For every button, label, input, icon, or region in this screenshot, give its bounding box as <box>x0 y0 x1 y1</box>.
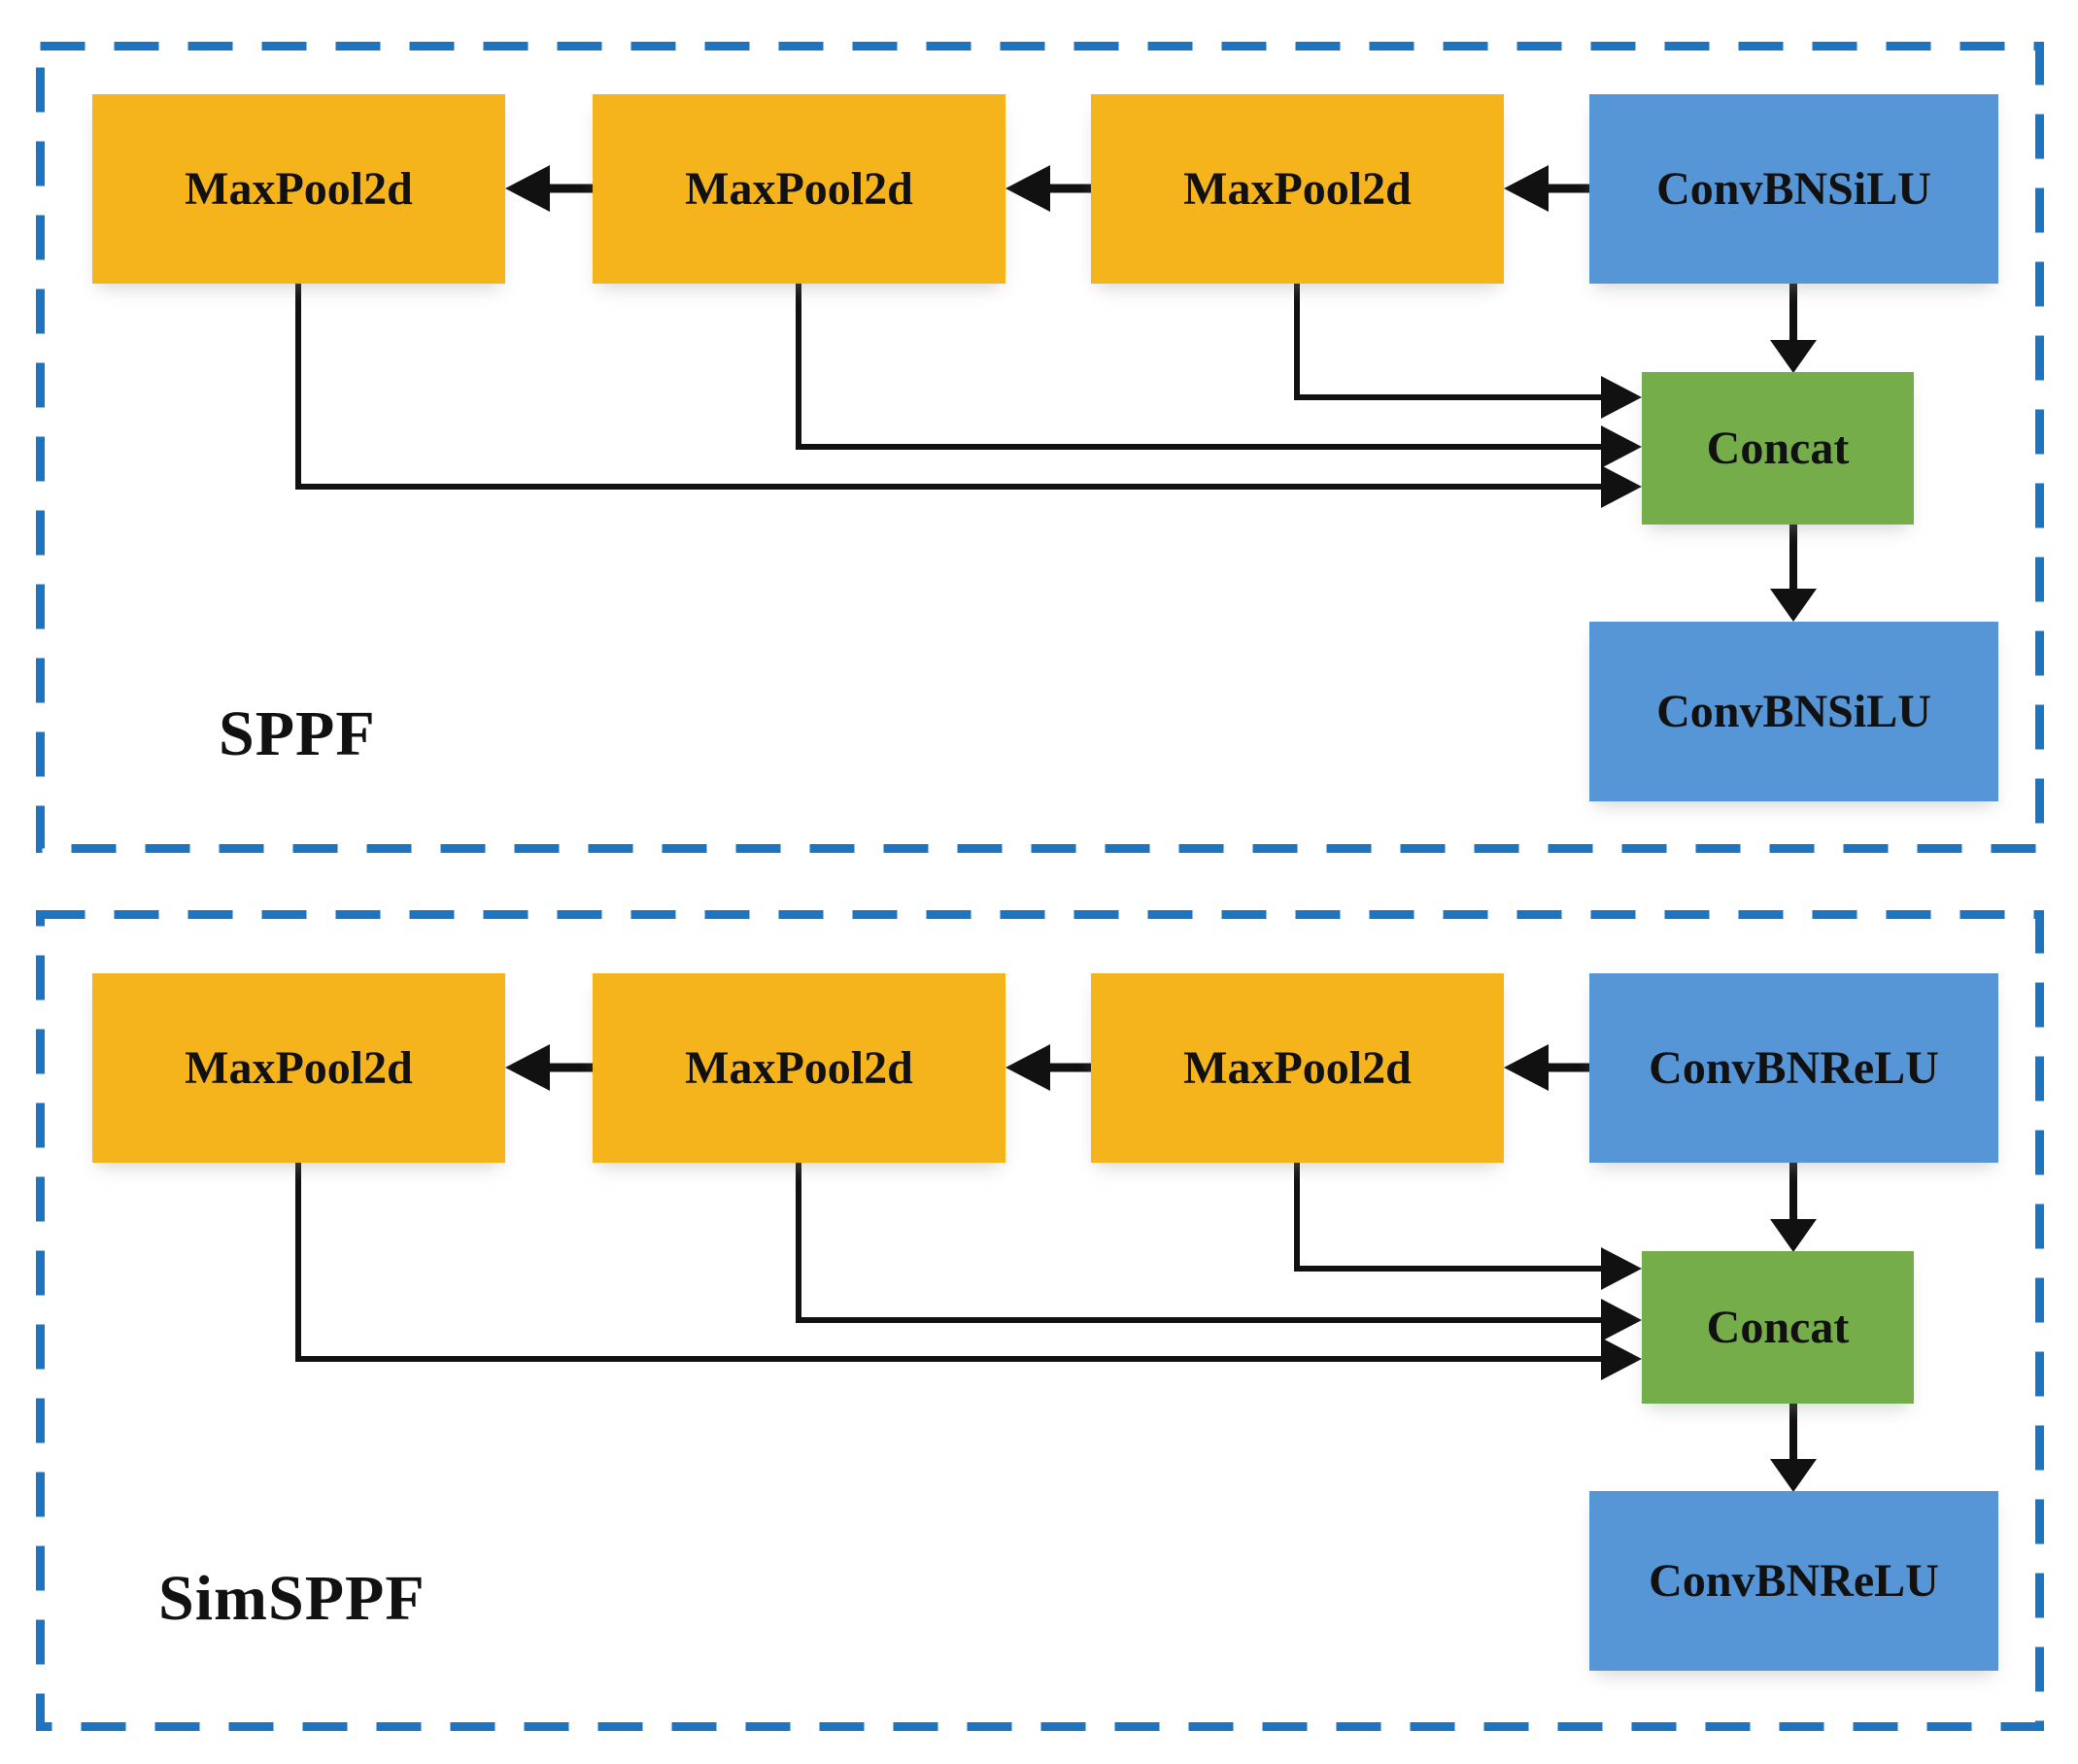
sppf-connector-maxpool3-to-concat <box>1294 284 1642 419</box>
connector-line <box>796 1163 1603 1323</box>
connector-line <box>1294 284 1603 400</box>
maxpool-box-3: MaxPool2d <box>1091 94 1504 284</box>
sppf-connector-maxpool2-to-concat <box>796 284 1642 468</box>
simsppf-connector-maxpool3-to-concat <box>1294 1163 1642 1290</box>
arrow-head <box>1770 589 1817 622</box>
sppf-arrow-maxpool3-to-maxpool2 <box>1005 165 1091 212</box>
maxpool-box-1: MaxPool2d <box>92 973 505 1163</box>
arrow-head <box>1504 165 1549 212</box>
arrow-head <box>1770 1219 1817 1252</box>
arrow-head <box>1601 425 1642 468</box>
simsppf-arrow-maxpool2-to-maxpool1 <box>505 1044 593 1091</box>
connector-line <box>1294 1163 1603 1272</box>
conv-output-box: ConvBNReLU <box>1589 1491 1998 1671</box>
maxpool-box-3: MaxPool2d <box>1091 973 1504 1163</box>
connector-line <box>295 284 1603 490</box>
simsppf-connector-maxpool2-to-concat <box>796 1163 1642 1341</box>
arrow-head <box>1770 340 1817 373</box>
arrow-head <box>1770 1459 1817 1492</box>
conv-input-box: ConvBNSiLU <box>1589 94 1998 284</box>
arrow-head <box>1601 376 1642 419</box>
maxpool-box-2: MaxPool2d <box>593 973 1005 1163</box>
maxpool-box-2: MaxPool2d <box>593 94 1005 284</box>
concat-box: Concat <box>1642 372 1914 525</box>
conv-input-box: ConvBNReLU <box>1589 973 1998 1163</box>
simsppf-connector-maxpool1-to-concat <box>295 1163 1642 1380</box>
arrow-head <box>1005 1044 1050 1091</box>
arrow-head <box>1601 1299 1642 1341</box>
sppf-arrow-conv-to-concat <box>1770 284 1817 373</box>
simsppf-arrow-conv-to-concat <box>1770 1163 1817 1252</box>
arrow-head <box>505 165 550 212</box>
sppf-arrow-maxpool2-to-maxpool1 <box>505 165 593 212</box>
sppf-arrow-concat-to-convbottom <box>1770 525 1817 622</box>
connector-line <box>295 1163 1603 1362</box>
sppf-arrow-conv-to-maxpool3 <box>1504 165 1593 212</box>
connector-line <box>796 284 1603 450</box>
arrow-head <box>1601 1247 1642 1290</box>
simsppf-arrow-concat-to-convbottom <box>1770 1404 1817 1492</box>
sppf-connector-maxpool1-to-concat <box>295 284 1642 508</box>
conv-output-box: ConvBNSiLU <box>1589 622 1998 801</box>
arrow-head <box>1601 1338 1642 1380</box>
simsppf-arrow-conv-to-maxpool3 <box>1504 1044 1593 1091</box>
simsppf-title: SimSPPF <box>158 1563 426 1634</box>
concat-box: Concat <box>1642 1251 1914 1404</box>
sppf-title: SPPF <box>219 698 376 769</box>
arrow-head <box>1601 465 1642 508</box>
arrow-head <box>1504 1044 1549 1091</box>
simsppf-arrow-maxpool3-to-maxpool2 <box>1005 1044 1091 1091</box>
arrow-head <box>1005 165 1050 212</box>
maxpool-box-1: MaxPool2d <box>92 94 505 284</box>
arrow-head <box>505 1044 550 1091</box>
